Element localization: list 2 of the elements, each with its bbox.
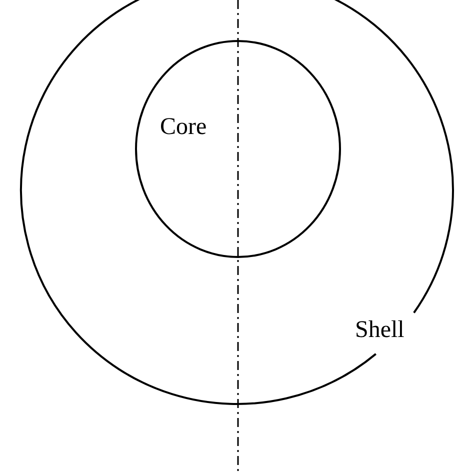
part-label: Shell xyxy=(355,318,404,342)
part-label: Core xyxy=(160,115,207,139)
